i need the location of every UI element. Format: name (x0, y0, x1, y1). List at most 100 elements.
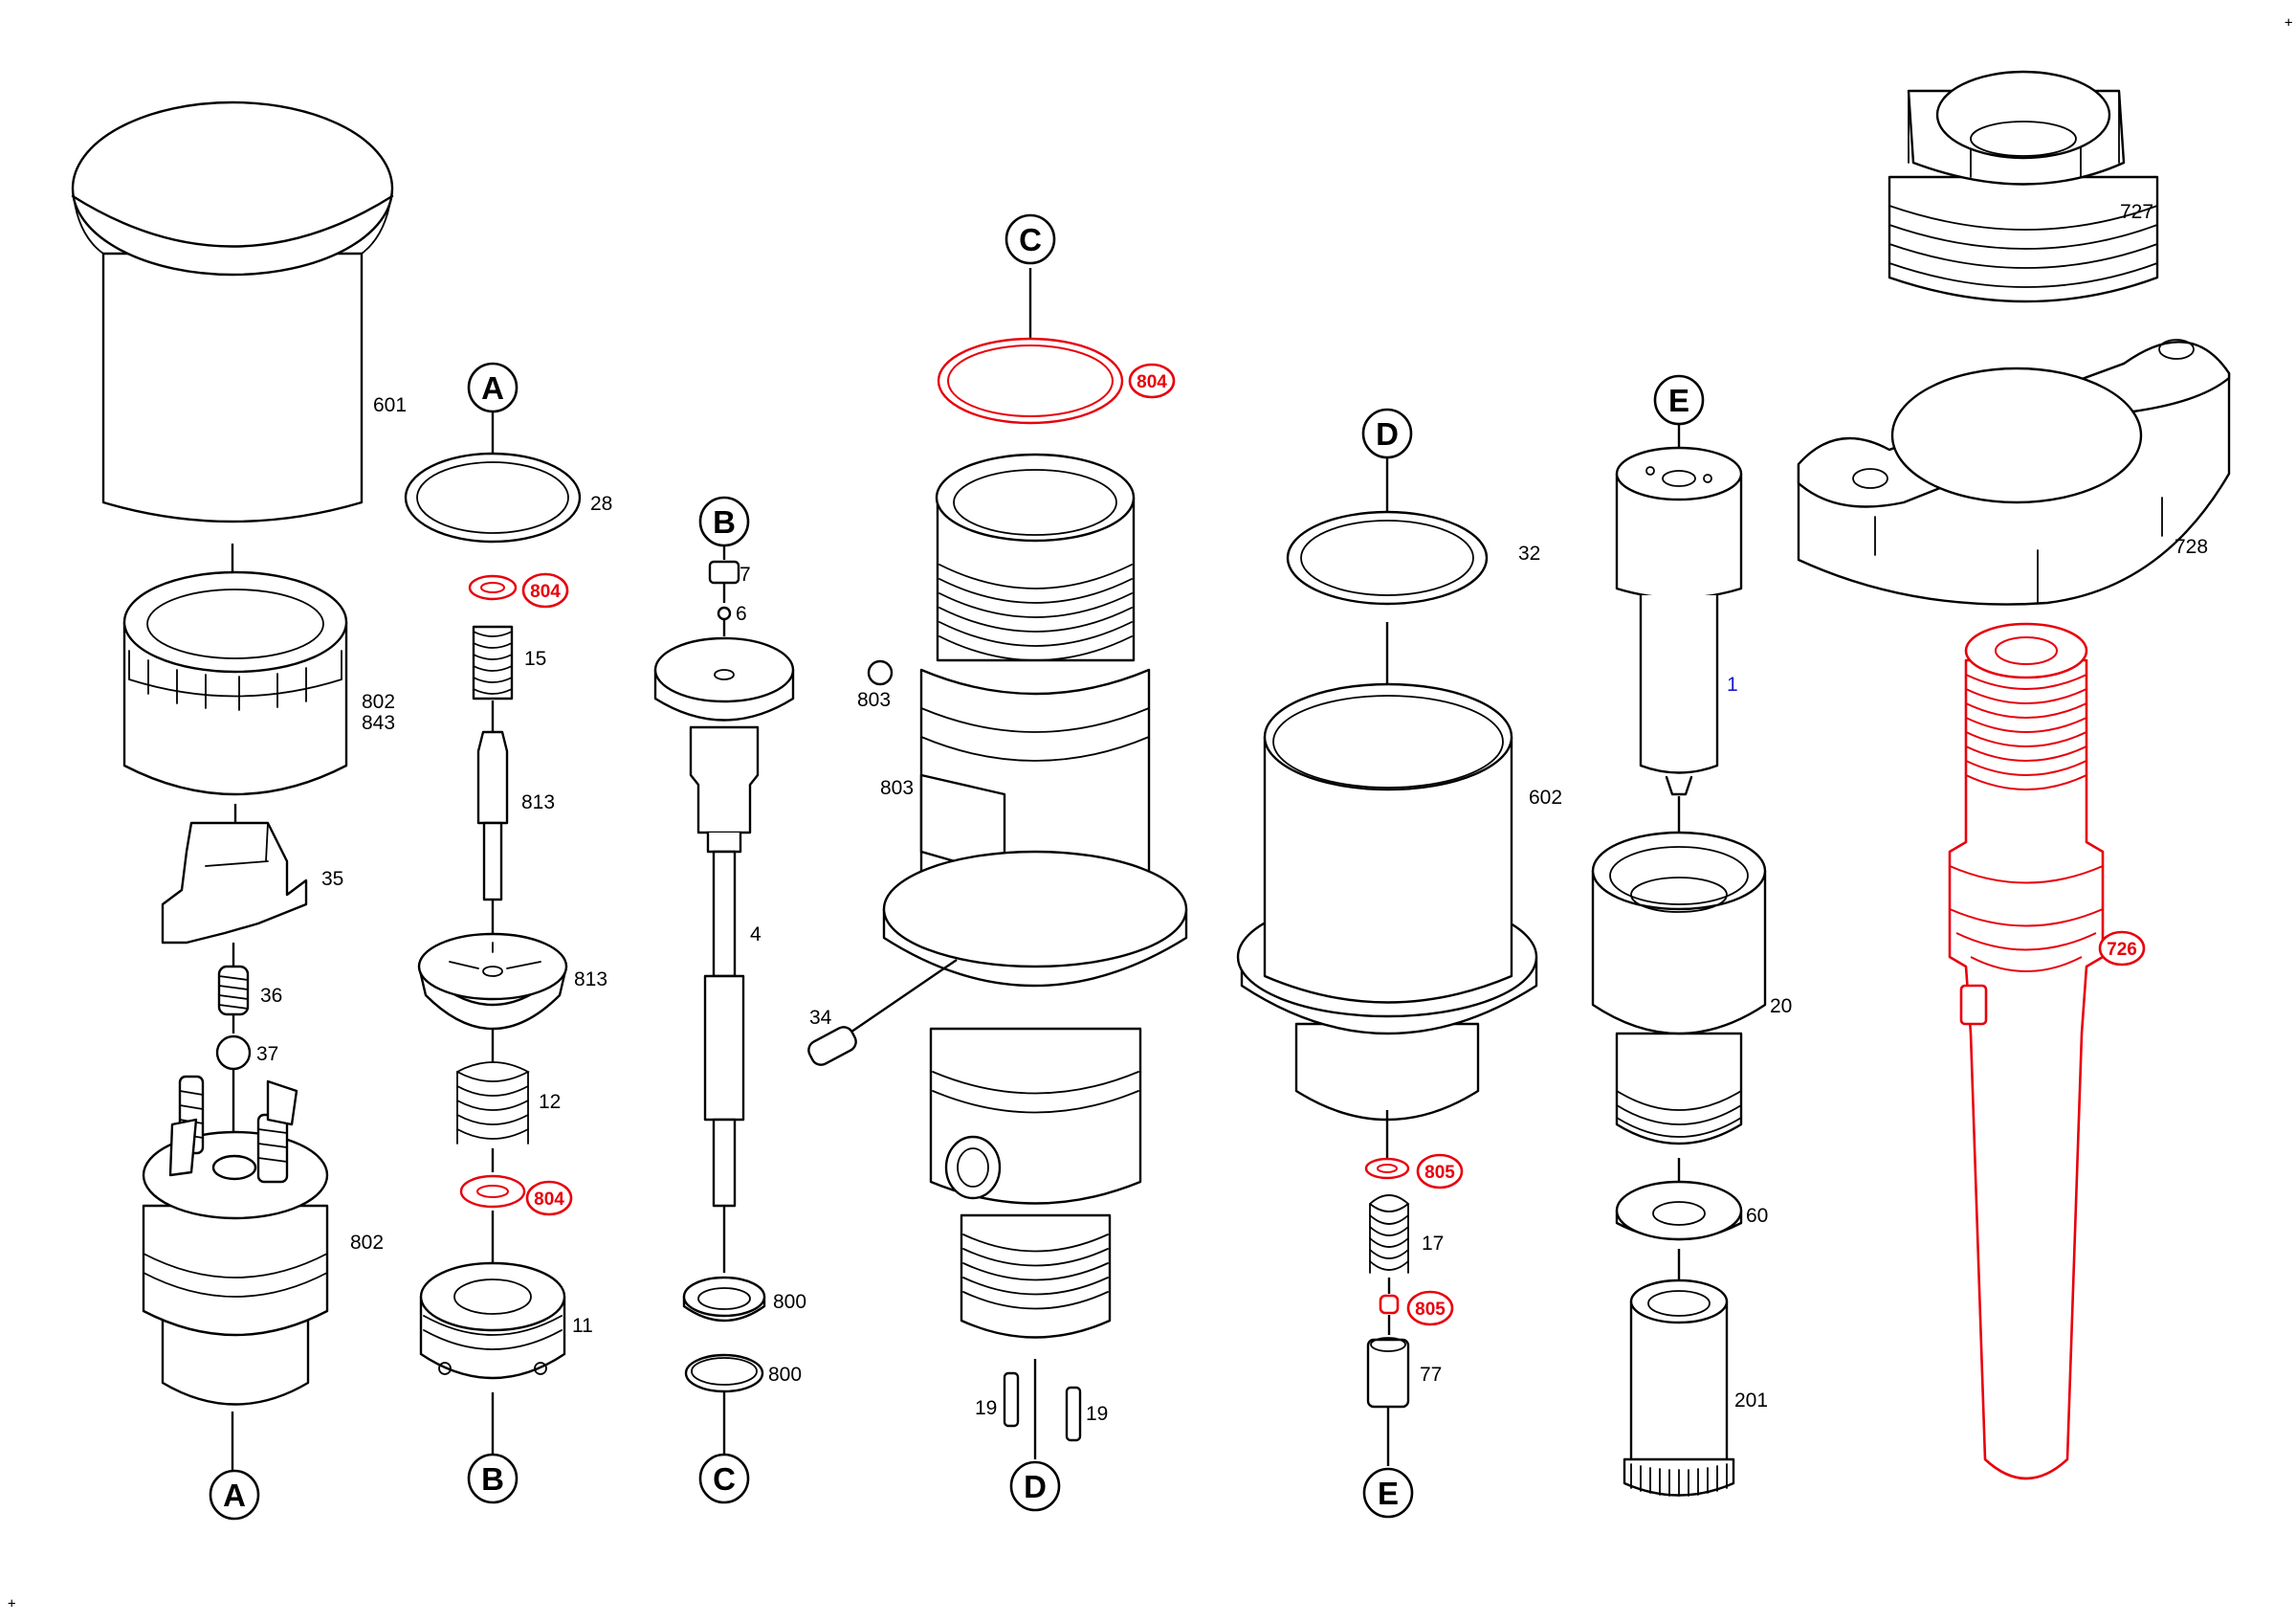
label-802-upper: 802 (362, 691, 395, 713)
part-12-spring (456, 1061, 530, 1145)
label-12: 12 (539, 1091, 561, 1113)
column-e (1591, 421, 1767, 1497)
part-7 (708, 560, 740, 585)
svg-text:E: E (1378, 1476, 1399, 1511)
column-a (71, 100, 394, 1478)
column-main-body (807, 268, 1188, 1459)
label-803-body: 803 (880, 777, 914, 799)
column-d (1236, 455, 1538, 1466)
part-34-screw (807, 959, 958, 1066)
red-label-726[interactable]: 726 (2098, 930, 2146, 967)
label-36: 36 (260, 985, 282, 1007)
label-601: 601 (373, 394, 407, 416)
part-37-ball (215, 1034, 252, 1071)
part-602-sleeve (1236, 682, 1538, 1122)
svg-text:D: D (1376, 416, 1399, 452)
part-804-washer-a (468, 574, 518, 601)
part-804-washer-b (459, 1174, 526, 1209)
label-728: 728 (2175, 536, 2208, 558)
svg-text:B: B (713, 504, 736, 540)
part-28-oring (404, 452, 582, 544)
part-main-injector-body (882, 453, 1188, 1339)
part-17-spring (1369, 1194, 1410, 1274)
svg-text:C: C (1019, 222, 1042, 257)
label-800-upper: 800 (773, 1291, 806, 1313)
red-label-805-lower[interactable]: 805 (1406, 1290, 1454, 1326)
label-7: 7 (740, 564, 751, 586)
svg-text:804: 804 (534, 1189, 564, 1210)
part-601-cap (71, 100, 394, 523)
part-11-nut (419, 1261, 566, 1380)
part-4-valve (653, 636, 795, 1208)
label-727: 727 (2120, 201, 2153, 223)
label-843: 843 (362, 712, 395, 734)
red-label-804-middle[interactable]: 804 (521, 572, 569, 609)
part-32-oring (1286, 510, 1489, 606)
red-label-805-upper[interactable]: 805 (1416, 1153, 1464, 1189)
part-201-sleeve (1623, 1278, 1735, 1497)
label-813-plate: 813 (574, 968, 607, 990)
ref-marker-bottom-e: E (1362, 1467, 1414, 1519)
svg-text:726: 726 (2107, 940, 2137, 960)
part-802-nut (122, 570, 348, 796)
part-60-washer (1615, 1180, 1743, 1241)
part-19-pin-a (1003, 1371, 1020, 1428)
label-803-ball: 803 (857, 689, 891, 711)
svg-text:A: A (223, 1478, 246, 1513)
label-800-lower: 800 (768, 1364, 802, 1386)
label-19-right: 19 (1086, 1403, 1108, 1425)
label-6: 6 (736, 603, 747, 625)
column-c (653, 544, 795, 1455)
svg-text:C: C (713, 1461, 736, 1497)
label-802-lower: 802 (350, 1232, 384, 1254)
part-813-pin (476, 730, 509, 901)
column-b (404, 407, 582, 1455)
svg-text:E: E (1668, 383, 1689, 418)
part-804-large-ring (937, 337, 1124, 425)
svg-text:D: D (1024, 1469, 1047, 1504)
part-20-nut (1591, 831, 1767, 1145)
part-36-screw (217, 965, 250, 1016)
label-20: 20 (1770, 995, 1792, 1017)
label-602: 602 (1529, 787, 1562, 809)
label-813-pin: 813 (521, 791, 555, 813)
label-11: 11 (572, 1315, 593, 1337)
part-728-clamp (1797, 339, 2231, 606)
label-35: 35 (321, 868, 343, 890)
svg-text:805: 805 (1415, 1300, 1446, 1320)
red-label-804-top[interactable]: 804 (1128, 363, 1176, 399)
red-label-804-lower[interactable]: 804 (525, 1180, 573, 1216)
svg-text:A: A (481, 370, 504, 406)
part-802-body (142, 1075, 329, 1406)
label-60: 60 (1746, 1205, 1768, 1227)
svg-text:B: B (481, 1461, 504, 1497)
ref-marker-bottom-c: C (698, 1453, 750, 1504)
label-4: 4 (750, 923, 762, 945)
svg-text:804: 804 (530, 582, 561, 602)
label-37: 37 (256, 1043, 278, 1065)
corner-mark-top-right: + (2285, 15, 2292, 31)
part-77-pin (1366, 1337, 1410, 1409)
part-726-pressure-pipe[interactable] (1948, 622, 2105, 1480)
label-15: 15 (524, 648, 546, 670)
part-800-washer-a (682, 1276, 766, 1323)
part-35-clip (161, 821, 308, 945)
ref-marker-top-e: E (1653, 374, 1705, 426)
part-803-ball (867, 659, 894, 686)
column-right (1797, 70, 2231, 1480)
ref-marker-bottom-d: D (1009, 1460, 1061, 1512)
ref-marker-top-b: B (698, 496, 750, 547)
part-805-small-b (1379, 1294, 1400, 1315)
part-1-nozzle (1615, 446, 1743, 796)
part-813-plate (417, 932, 568, 1031)
svg-text:804: 804 (1137, 372, 1167, 392)
label-17: 17 (1422, 1233, 1444, 1255)
ref-marker-top-c: C (1004, 213, 1056, 265)
svg-text:805: 805 (1424, 1163, 1455, 1183)
label-19-left: 19 (975, 1397, 997, 1419)
ref-marker-top-a: A (467, 362, 519, 413)
corner-mark-bottom-left: + (8, 1596, 15, 1612)
part-6-ball (717, 606, 732, 621)
ref-marker-bottom-b: B (467, 1453, 519, 1504)
label-201: 201 (1734, 1390, 1768, 1412)
